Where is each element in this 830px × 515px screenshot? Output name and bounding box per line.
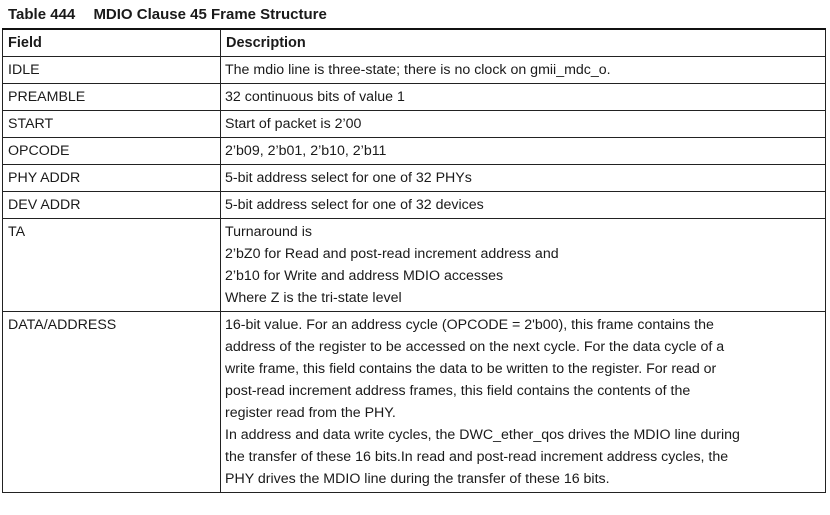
description-cell: 5-bit address select for one of 32 devic… bbox=[220, 191, 826, 219]
field-cell: PREAMBLE bbox=[2, 83, 221, 111]
description-line: Turnaround is bbox=[225, 224, 313, 240]
description-line: 32 continuous bits of value 1 bbox=[225, 89, 405, 105]
description-line: 2’b09, 2’b01, 2’b10, 2’b11 bbox=[225, 143, 387, 159]
table-number: Table 444 bbox=[8, 6, 76, 23]
field-cell: DATA/ADDRESS bbox=[2, 311, 221, 493]
field-cell: TA bbox=[2, 218, 221, 312]
description-line: 2’b10 for Write and address MDIO accesse… bbox=[225, 268, 504, 284]
description-cell: Turnaround is 2’bZ0 for Read and post-rea… bbox=[220, 218, 826, 312]
description-line: 16-bit value. For an address cycle (OPCO… bbox=[225, 317, 714, 333]
header-row: Field Description bbox=[2, 28, 826, 57]
description-line: post-read increment address frames, this… bbox=[225, 383, 691, 399]
field-cell: OPCODE bbox=[2, 137, 221, 165]
field-cell: DEV ADDR bbox=[2, 191, 221, 219]
table-title: MDIO Clause 45 Frame Structure bbox=[93, 6, 327, 23]
description-cell: 2’b09, 2’b01, 2’b10, 2’b11 bbox=[220, 137, 826, 165]
description-line: Where Z is the tri-state level bbox=[225, 290, 402, 306]
field-cell: IDLE bbox=[2, 56, 221, 84]
header-description: Description bbox=[220, 28, 826, 57]
description-line: The mdio line is three-state; there is n… bbox=[225, 62, 611, 78]
description-cell: The mdio line is three-state; there is n… bbox=[220, 56, 826, 84]
description-line: Start of packet is 2’00 bbox=[225, 116, 362, 132]
description-line: PHY drives the MDIO line during the tran… bbox=[225, 471, 610, 487]
description-cell: 5-bit address select for one of 32 PHYs bbox=[220, 164, 826, 192]
description-cell: 32 continuous bits of value 1 bbox=[220, 83, 826, 111]
description-line: write frame, this field contains the dat… bbox=[225, 361, 717, 377]
description-line: address of the register to be accessed o… bbox=[225, 339, 725, 355]
field-cell: PHY ADDR bbox=[2, 164, 221, 192]
description-line: In address and data write cycles, the DW… bbox=[225, 427, 740, 443]
header-field: Field bbox=[2, 28, 221, 57]
description-line: 5-bit address select for one of 32 devic… bbox=[225, 197, 484, 213]
description-line: 2’bZ0 for Read and post-read increment a… bbox=[225, 246, 559, 262]
field-cell: START bbox=[2, 110, 221, 138]
table-caption: Table 444 MDIO Clause 45 Frame Structure bbox=[0, 4, 830, 28]
description-line: the transfer of these 16 bits.In read an… bbox=[225, 449, 729, 465]
description-cell: Start of packet is 2’00 bbox=[220, 110, 826, 138]
description-cell: 16-bit value. For an address cycle (OPCO… bbox=[220, 311, 826, 493]
description-line: 5-bit address select for one of 32 PHYs bbox=[225, 170, 472, 186]
description-line: register read from the PHY. bbox=[225, 405, 396, 421]
